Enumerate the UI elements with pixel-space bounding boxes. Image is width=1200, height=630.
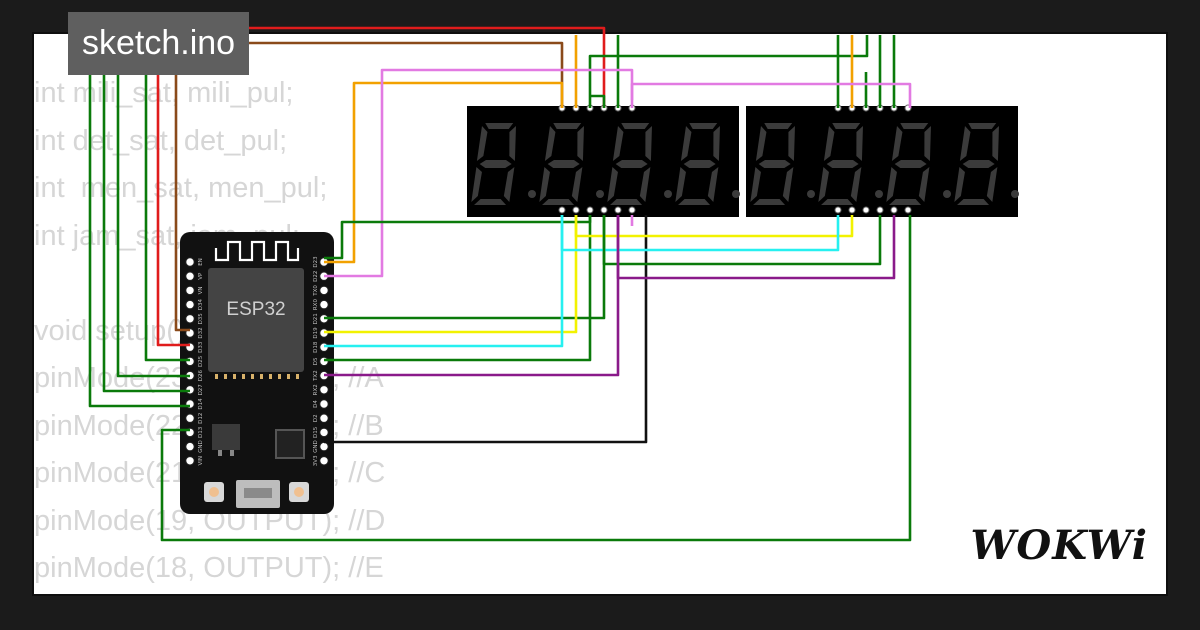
decimal-point <box>732 190 740 198</box>
wokwi-logo: WOKWi <box>970 522 1148 569</box>
display-pin[interactable] <box>614 206 622 214</box>
display-pin[interactable] <box>628 206 636 214</box>
board-pin[interactable] <box>319 399 329 409</box>
board-pin[interactable] <box>185 299 195 310</box>
display-pin[interactable] <box>558 206 566 214</box>
wire-pink <box>630 82 912 108</box>
pin-label: RX2 <box>313 384 319 395</box>
pin-label: D33 <box>198 341 204 353</box>
decimal-point <box>943 190 951 198</box>
pin-label: D13 <box>198 426 204 438</box>
board-pin[interactable] <box>319 427 329 438</box>
esp32-board[interactable]: ESP32 <box>180 232 334 514</box>
pin-label: RX0 <box>313 299 319 311</box>
pin-label: D34 <box>198 298 204 310</box>
decimal-point <box>528 190 536 198</box>
board-pin[interactable] <box>185 456 195 466</box>
pin-label: D25 <box>198 355 204 367</box>
pin-label: GND <box>198 440 204 453</box>
pin-label: D2 <box>313 414 319 422</box>
board-pin[interactable] <box>319 441 329 452</box>
display-pin[interactable] <box>586 206 594 214</box>
pin-label: EN <box>198 258 204 266</box>
pin-label: D19 <box>313 327 319 339</box>
esp32-module <box>208 268 304 372</box>
board-pin[interactable] <box>185 314 195 324</box>
code-line: int men_sat, men_pul; <box>34 172 328 204</box>
display-pin[interactable] <box>876 206 884 214</box>
pin-label: VP <box>198 272 204 280</box>
board-pin[interactable] <box>319 356 329 367</box>
pin-label: 3V3 <box>313 455 319 466</box>
pin-label: D21 <box>313 313 319 324</box>
code-line: pinMode(19, OUTPUT); //D <box>34 504 386 537</box>
pin-label: GND <box>313 440 319 453</box>
pin-label: D15 <box>313 426 319 438</box>
pin-label: VN <box>198 286 204 294</box>
decimal-point <box>1011 190 1019 198</box>
pin-label: VIN <box>198 456 204 466</box>
board-pin[interactable] <box>319 456 329 466</box>
decimal-point <box>875 190 883 198</box>
wire-green <box>324 215 592 260</box>
pin-label: D27 <box>198 384 204 396</box>
board-pin[interactable] <box>319 299 329 310</box>
seven-segment-display-left[interactable] <box>467 106 740 217</box>
editor-tab-sketch[interactable]: sketch.ino <box>68 12 250 75</box>
board-pin[interactable] <box>185 285 195 296</box>
display-pin[interactable] <box>848 206 856 214</box>
pin-label: TX2 <box>313 370 319 382</box>
pin-label: D12 <box>198 413 204 424</box>
display-pin[interactable] <box>834 206 842 214</box>
wire-green <box>590 94 606 108</box>
pin-label: D4 <box>313 400 319 408</box>
pin-label: D26 <box>198 369 204 381</box>
wire-green <box>102 44 190 393</box>
pin-label: TX0 <box>313 285 319 297</box>
wire-green <box>588 35 869 108</box>
display-pin[interactable] <box>572 206 580 214</box>
wire-green <box>160 215 912 542</box>
decimal-point <box>807 190 815 198</box>
pin-label: D18 <box>313 341 319 353</box>
board-pin[interactable] <box>185 356 195 367</box>
board-pin[interactable] <box>185 413 195 423</box>
board-pin[interactable] <box>319 285 329 296</box>
wire-pink <box>324 68 634 278</box>
board-pin[interactable] <box>185 257 195 267</box>
pin-label: D14 <box>198 398 204 410</box>
decimal-point <box>596 190 604 198</box>
wire-green <box>602 215 882 266</box>
board-pin[interactable] <box>319 413 329 423</box>
display-pin[interactable] <box>862 206 870 214</box>
wire-green <box>88 54 190 408</box>
board-label: ESP32 <box>226 299 285 320</box>
board-pin[interactable] <box>185 271 195 281</box>
wire-purple <box>324 215 620 377</box>
wire-green <box>324 215 592 362</box>
wire-yellow <box>574 215 854 238</box>
board-pin[interactable] <box>185 441 195 452</box>
board-pin[interactable] <box>319 385 329 395</box>
wire-purple <box>616 215 896 280</box>
wire-yellow <box>324 215 578 334</box>
wire-orange <box>324 81 564 264</box>
display-pin[interactable] <box>890 206 898 214</box>
pin-label: D5 <box>313 357 319 365</box>
seven-segment-display-right[interactable] <box>746 106 1019 217</box>
pin-label: D23 <box>313 256 319 268</box>
wire-green <box>86 48 190 362</box>
display-pin[interactable] <box>904 206 912 214</box>
pin-label: D32 <box>198 327 204 338</box>
code-line: pinMode(18, OUTPUT); //E <box>34 552 384 584</box>
pin-label: D35 <box>198 313 204 325</box>
wire-black <box>324 215 648 444</box>
display-pin[interactable] <box>600 206 608 214</box>
wire-cyan <box>560 215 840 252</box>
pin-label: D22 <box>313 271 319 282</box>
wire-cyan <box>324 215 564 348</box>
decimal-point <box>664 190 672 198</box>
